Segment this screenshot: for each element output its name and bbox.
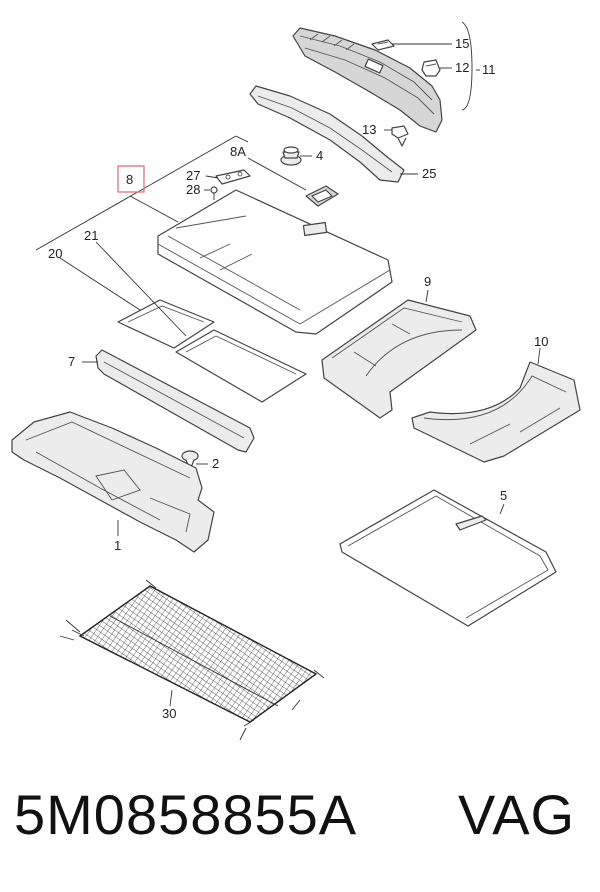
- callout-2: 2: [212, 456, 219, 471]
- part-8A-handle: [305, 185, 339, 207]
- callout-13: 13: [362, 122, 376, 137]
- part-number: 5M0858855A: [14, 783, 358, 846]
- callout-10: 10: [534, 334, 548, 349]
- part-15-clip: [371, 39, 395, 51]
- callout-7: 7: [68, 354, 75, 369]
- callout-11: 11: [482, 62, 496, 77]
- part-9-wheel-insert: [321, 299, 477, 419]
- callout-5: 5: [500, 488, 507, 503]
- part-25-sill-trim: [249, 85, 405, 183]
- part-5-floor-mat: [339, 489, 557, 627]
- part-13-screw: [391, 125, 409, 147]
- callout-20: 20: [48, 246, 62, 261]
- part-8-floor-cover: [157, 189, 393, 335]
- part-11-rear-trim-panel: [292, 27, 443, 133]
- callouts: 15 12 11 13 8A 4 25 27 28 8 21 20 9 10 7…: [48, 36, 548, 721]
- callout-12: 12: [455, 60, 469, 75]
- leader-lines: [35, 21, 541, 707]
- callout-25: 25: [422, 166, 436, 181]
- callout-15: 15: [455, 36, 469, 51]
- callout-21: 21: [84, 228, 98, 243]
- callout-4: 4: [316, 148, 323, 163]
- callout-8: 8: [126, 172, 133, 187]
- part-27-hinge: [215, 169, 251, 185]
- part-7-side-trim: [95, 349, 255, 453]
- part-10-wheel-insert: [411, 361, 581, 463]
- callout-1: 1: [114, 538, 121, 553]
- callout-28: 28: [186, 182, 200, 197]
- part-4-plug: [280, 146, 302, 166]
- callout-8-highlight: [117, 165, 145, 193]
- callout-8A: 8A: [230, 144, 246, 159]
- part-28-screw: [210, 186, 218, 200]
- part-12-clip: [421, 59, 441, 77]
- part-21-large-panel: [175, 329, 307, 403]
- part-1-storage-tray: [11, 411, 215, 553]
- brand-label: VAG: [458, 783, 576, 846]
- callout-30: 30: [162, 706, 176, 721]
- part-20-small-panel: [117, 299, 215, 349]
- callout-9: 9: [424, 274, 431, 289]
- part-30-luggage-net: [59, 579, 325, 741]
- callout-27: 27: [186, 168, 200, 183]
